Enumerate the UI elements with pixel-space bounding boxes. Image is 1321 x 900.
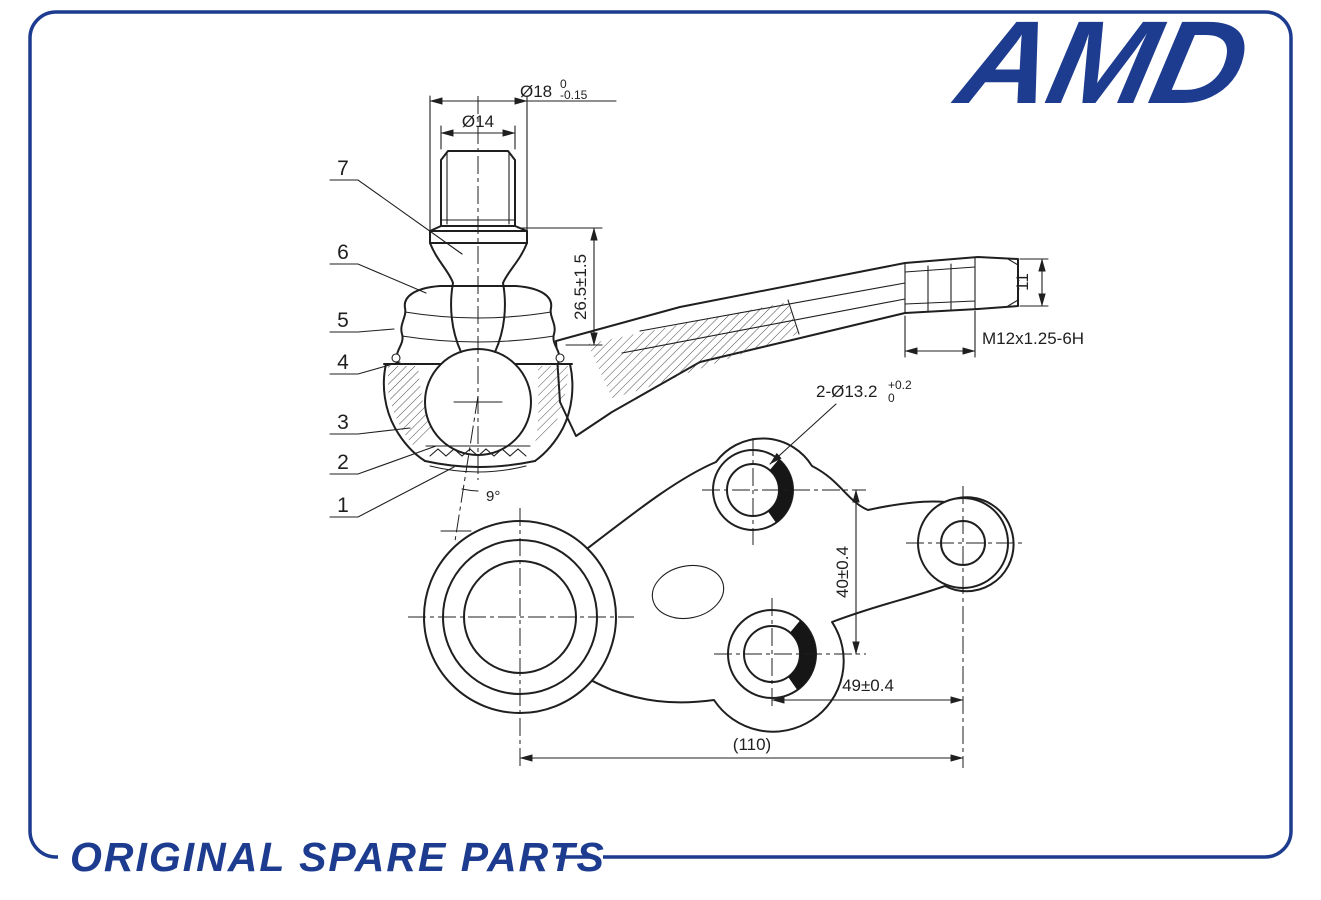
bottom-hole-section-fill xyxy=(788,620,817,690)
callout-3-leader xyxy=(329,427,411,435)
callouts: 7 6 5 4 3 2 1 xyxy=(329,157,463,518)
callout-7-leader xyxy=(329,179,463,255)
dim-label-dia18-tol-upper: 0 xyxy=(560,77,567,91)
footer-banner: ORIGINAL SPARE PARTS xyxy=(58,834,606,882)
callout-1: 1 xyxy=(337,494,349,517)
dim-label-taper-angle: 9° xyxy=(486,488,500,505)
top-hole-section-fill xyxy=(767,459,794,523)
holes-leader-line xyxy=(769,403,837,465)
arm-section-line xyxy=(787,299,800,335)
boot-ring-right xyxy=(555,353,565,363)
dim-label-hole-spacing-h: 49±0.4 xyxy=(842,676,894,695)
dim-label-holes-tol-upper: +0.2 xyxy=(888,378,912,392)
footer-text: ORIGINAL SPARE PARTS xyxy=(70,834,606,880)
flange-outline xyxy=(583,437,1015,733)
brand-logo: AMD xyxy=(944,0,1257,129)
dim-label-hole-spacing-v: 40±0.4 xyxy=(833,546,852,598)
dim-label-holes: 2-Ø13.2 xyxy=(816,382,877,401)
callout-1-leader xyxy=(329,466,455,518)
housing-wall-hatch-right xyxy=(534,366,568,446)
arm-ridge-line-2 xyxy=(621,298,906,354)
dim-label-dia14: Ø14 xyxy=(462,112,494,131)
dim-label-dia18: Ø18 xyxy=(520,82,552,101)
callout-3: 3 xyxy=(337,411,349,434)
dim-label-tip-len: 11 xyxy=(1013,273,1032,291)
dim-label-stud-height: 26.5±1.5 xyxy=(571,254,590,320)
dim-label-thread-spec: M12x1.25-6H xyxy=(982,329,1084,348)
callout-6-leader xyxy=(329,263,427,294)
boot-ring-left xyxy=(391,353,401,363)
callout-2-leader xyxy=(329,445,437,475)
callout-4: 4 xyxy=(337,351,349,374)
dia18-extension-lines xyxy=(429,95,528,237)
footer-mask xyxy=(58,834,603,882)
callout-7: 7 xyxy=(337,157,349,180)
housing-right-edge xyxy=(534,363,574,462)
callout-5-leader xyxy=(329,328,395,333)
arm-hatch xyxy=(588,302,798,398)
callout-2: 2 xyxy=(337,451,349,474)
dim-label-overall: (110) xyxy=(733,735,771,754)
arm-thread-lines xyxy=(904,257,1019,314)
housing-bottom-edge xyxy=(424,460,536,468)
callout-6: 6 xyxy=(337,241,349,264)
border-frame xyxy=(28,10,1293,859)
stud-neck-left xyxy=(429,242,462,353)
housing-wall-hatch-left xyxy=(388,366,432,446)
dim-label-holes-tol-lower: 0 xyxy=(888,391,895,405)
arm-ridge-line-1 xyxy=(639,282,906,332)
flange-slot xyxy=(651,564,725,620)
brand-logo-text: AMD xyxy=(944,0,1257,129)
centerlines xyxy=(408,96,1022,768)
stud-neck-right xyxy=(494,242,528,353)
callout-5: 5 xyxy=(337,309,349,332)
dimensions: Ø18 0 -0.15 Ø14 26.5±1.5 11 M12x1.25-6H … xyxy=(429,77,1084,762)
angle-arc xyxy=(461,488,479,492)
callout-4-leader xyxy=(329,361,401,375)
tilted-centerline xyxy=(454,395,479,542)
dim-label-dia18-tol-lower: -0.15 xyxy=(560,88,588,102)
